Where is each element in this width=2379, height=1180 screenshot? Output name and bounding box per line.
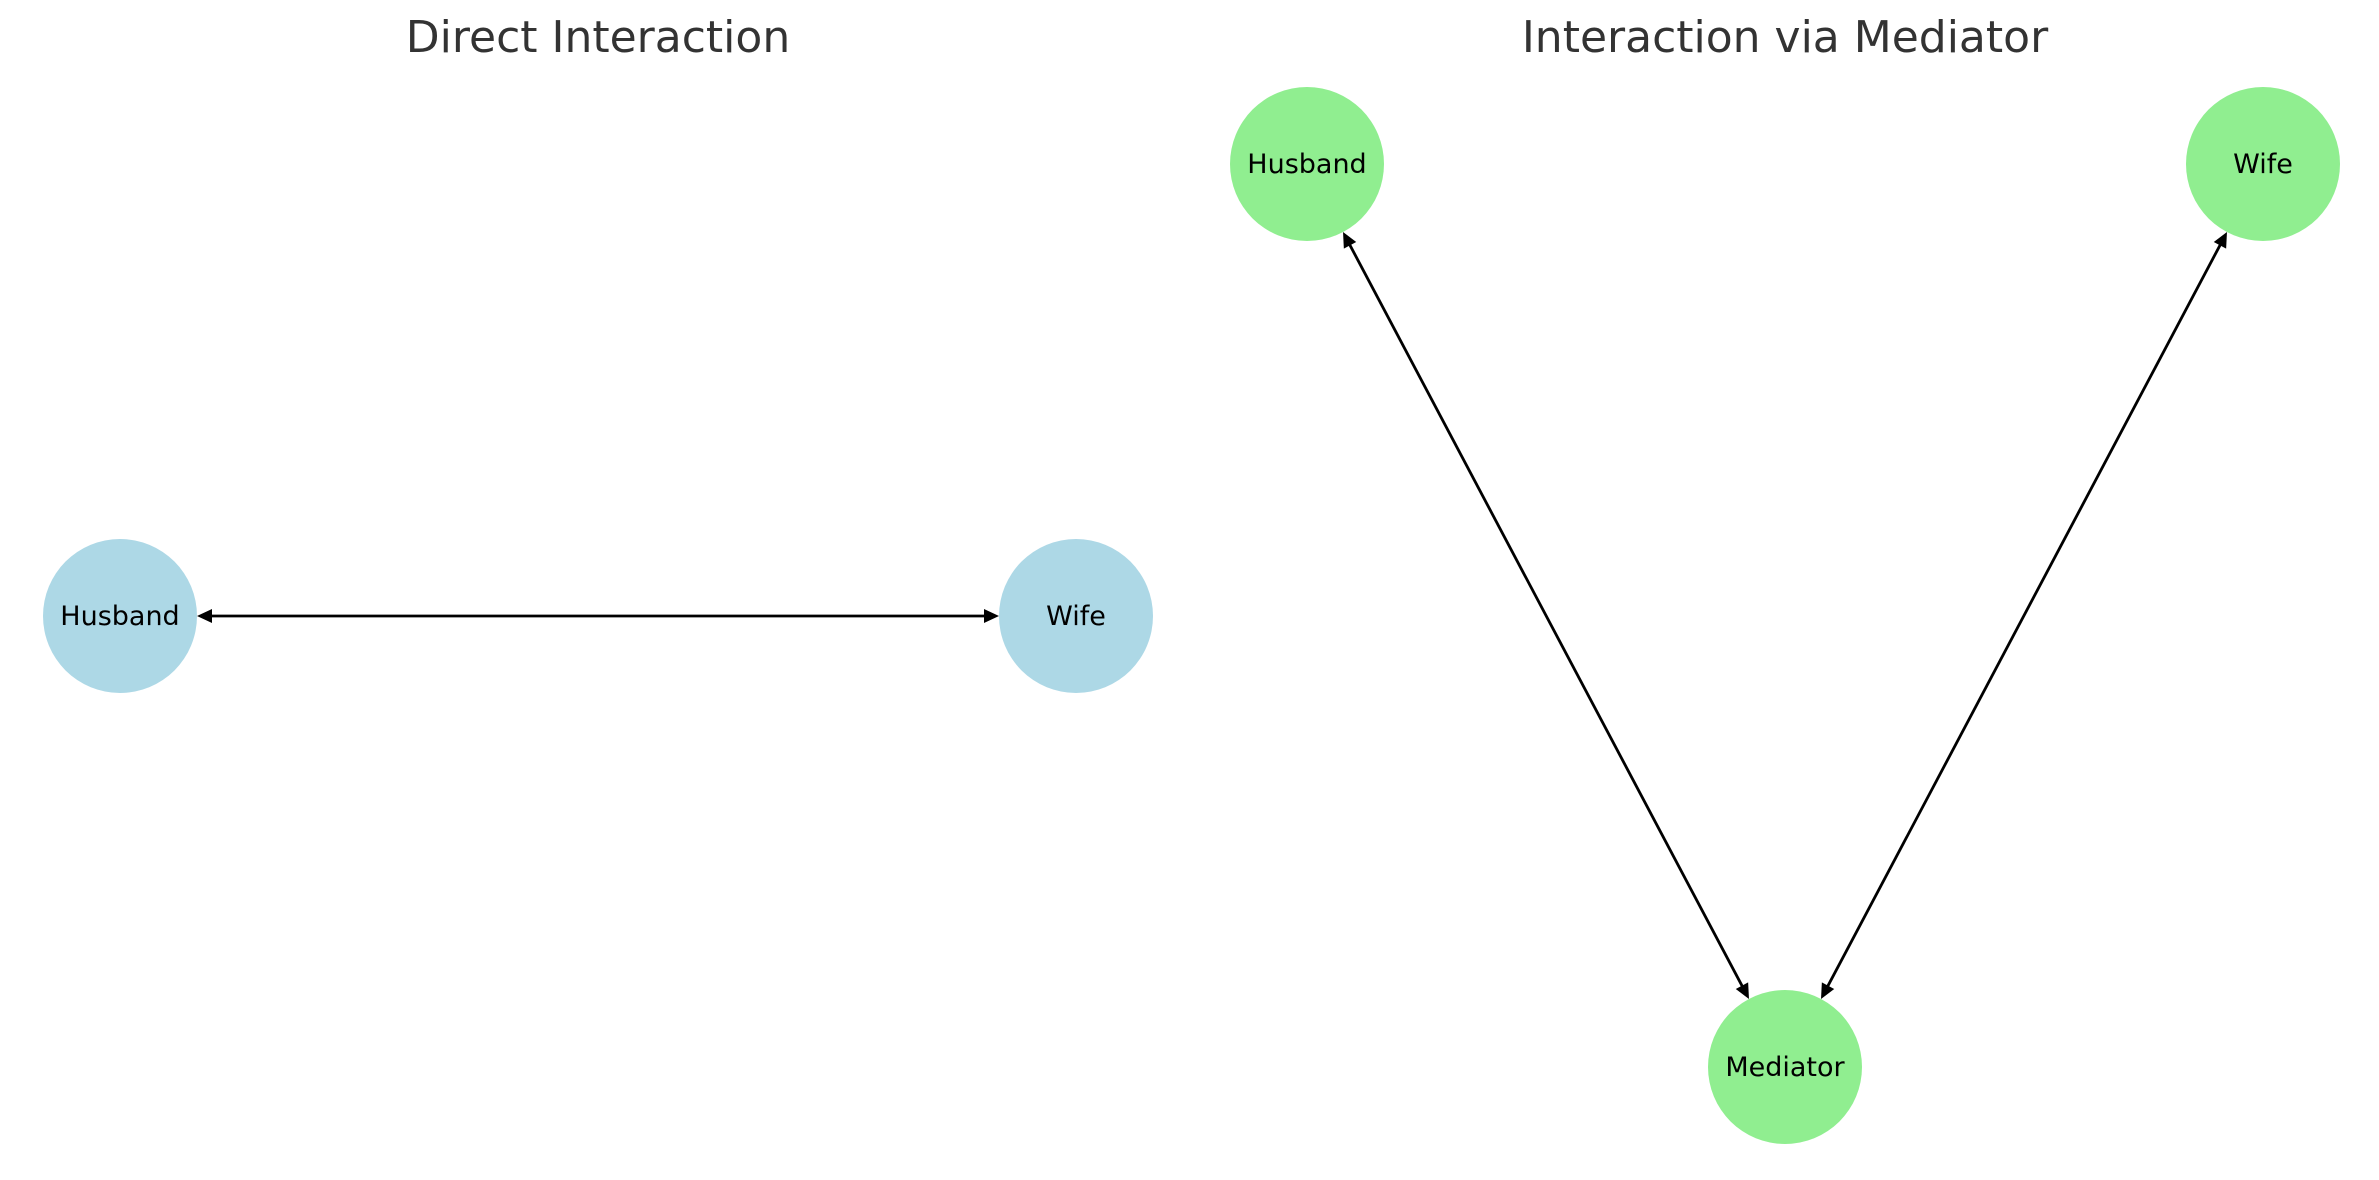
node-label: Wife [1046, 601, 1106, 632]
node-label: Husband [60, 601, 179, 632]
node-husband: Husband [43, 539, 197, 693]
node-circle [1230, 87, 1384, 241]
arrow-head-mediator [1735, 982, 1749, 999]
node-circle [999, 539, 1153, 693]
arrow-head-mediator [1821, 982, 1835, 999]
node-mediator: Mediator [1708, 990, 1862, 1144]
node-wife: Wife [999, 539, 1153, 693]
panel-title-mediated: Interaction via Mediator [1522, 12, 2049, 63]
direct-nodes: Husband Wife [43, 539, 1153, 693]
panel-title-direct: Direct Interaction [406, 12, 790, 63]
node-circle [2186, 87, 2340, 241]
edge-husband-mediator [1343, 232, 1749, 999]
direct-interaction-panel: Direct Interaction Husband Wife [43, 12, 1153, 693]
node-circle [1708, 990, 1862, 1144]
edge-wife-mediator [1821, 232, 2227, 999]
direct-edges [197, 609, 999, 623]
node-wife: Wife [2186, 87, 2340, 241]
node-label: Husband [1247, 149, 1366, 180]
mediated-edges [1343, 232, 2227, 999]
arrow-head-wife [984, 609, 999, 623]
edge-husband-wife [197, 609, 999, 623]
node-label: Wife [2233, 149, 2293, 180]
node-husband: Husband [1230, 87, 1384, 241]
arrow-head-wife [2213, 232, 2227, 249]
node-circle [43, 539, 197, 693]
node-label: Mediator [1725, 1052, 1845, 1083]
edge-line [1347, 242, 1745, 989]
mediated-interaction-panel: Interaction via Mediator Husband WifeMedi… [1230, 12, 2340, 1144]
edge-line [1825, 242, 2223, 989]
arrow-head-husband [1343, 232, 1357, 249]
arrow-head-husband [197, 609, 212, 623]
